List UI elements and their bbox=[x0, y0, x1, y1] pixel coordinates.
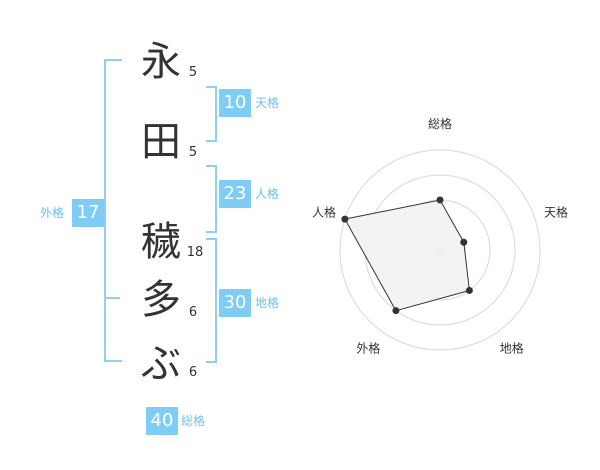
stroke-count-1: 5 bbox=[188, 65, 198, 80]
jinkaku-bracket bbox=[206, 165, 217, 233]
radar-point-3 bbox=[465, 286, 473, 294]
radar-axis-label-3: 地格 bbox=[500, 341, 524, 356]
name-char-2: 田 bbox=[141, 119, 181, 165]
radar-axis-label-5: 人格 bbox=[312, 204, 336, 219]
radar-axis-label-2: 天格 bbox=[544, 204, 568, 219]
gaikaku-bracket-tick bbox=[104, 297, 120, 299]
soukaku-label: 総格 bbox=[181, 414, 206, 428]
radar-data-points bbox=[341, 196, 473, 315]
radar-point-1 bbox=[436, 196, 444, 204]
radar-grid-ring bbox=[339, 149, 541, 351]
stroke-count-2: 5 bbox=[188, 145, 198, 160]
radar-data-polygon bbox=[344, 199, 470, 312]
radar-axis-label-4: 外格 bbox=[356, 341, 380, 356]
gaikaku-bracket bbox=[104, 59, 122, 362]
chikaku-bracket bbox=[206, 238, 217, 363]
radar-axis-label-1: 総格 bbox=[428, 116, 452, 131]
name-char-4: 多 bbox=[141, 277, 181, 323]
tenkaku-value: 10 bbox=[219, 89, 251, 117]
radar-point-4 bbox=[392, 307, 400, 315]
tenkaku-bracket bbox=[206, 86, 217, 142]
name-char-1: 永 bbox=[141, 39, 181, 85]
name-char-5: ぶ bbox=[141, 341, 181, 387]
radar-point-5 bbox=[341, 215, 349, 223]
stroke-count-4: 6 bbox=[188, 305, 198, 320]
jinkaku-value: 23 bbox=[219, 180, 251, 208]
gaikaku-value: 17 bbox=[72, 199, 104, 227]
chikaku-label: 地格 bbox=[255, 296, 280, 310]
radar-point-2 bbox=[460, 238, 468, 246]
soukaku-value: 40 bbox=[146, 407, 178, 435]
jinkaku-label: 人格 bbox=[255, 187, 280, 201]
stroke-count-5: 6 bbox=[188, 365, 198, 380]
tenkaku-label: 天格 bbox=[255, 96, 280, 110]
gaikaku-label: 外格 bbox=[40, 206, 65, 220]
chikaku-value: 30 bbox=[219, 289, 251, 317]
stroke-count-3: 18 bbox=[186, 245, 204, 260]
name-char-3: 穢 bbox=[141, 219, 181, 265]
